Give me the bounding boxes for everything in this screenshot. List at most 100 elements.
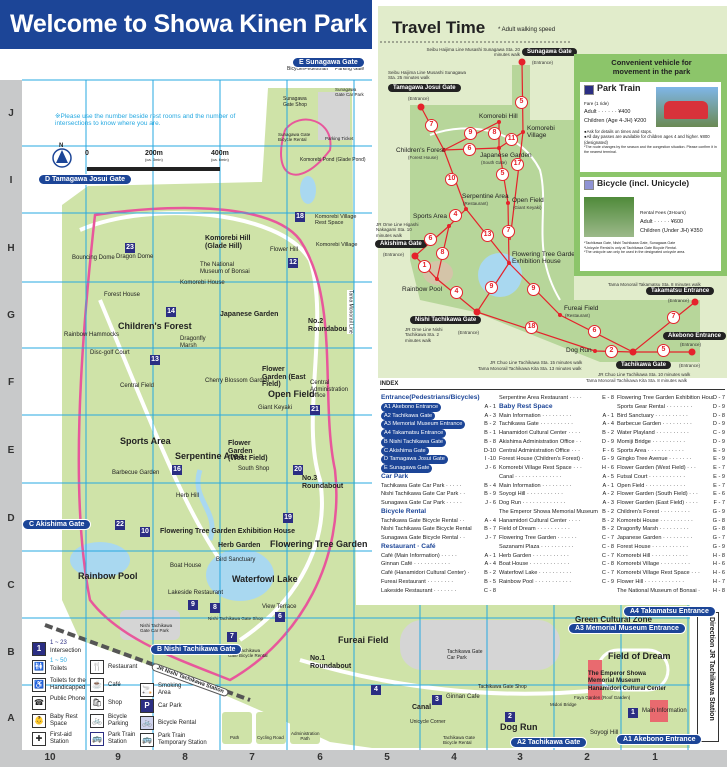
- index-entry[interactable]: Komorebi House · · · · · · · · · ·G - 8: [617, 517, 725, 526]
- map-label: Flowering Tree Garden Exhibition House: [160, 528, 295, 535]
- index-entry[interactable]: Water Playland · · · · · · · · · ·C - 9: [617, 429, 725, 438]
- gate-a3-memorial-museum[interactable]: A3 Memorial Museum Entrance: [568, 623, 686, 634]
- index-entry[interactable]: Sunagawa Gate Car Park · · · · ·J - 6: [381, 499, 496, 508]
- index-entry[interactable]: Flower Garden (West Field) · · ·E - 7: [617, 464, 725, 473]
- index-entry[interactable]: Futsal Court · · · · · · · · · · ·E - 9: [617, 473, 725, 482]
- bike-note: *Tachikawa Gate, Nishi Tachikawa Gate, S…: [584, 241, 676, 245]
- index-entry-name: Fureai Restaurant · · · · · · · ·: [381, 578, 454, 585]
- index-entry[interactable]: Dog Run · · · · · · · · · · · · ·A - 3: [499, 499, 614, 508]
- index-entry[interactable]: Flower Hill · · · · · · · · · · · ·H - 7: [617, 578, 725, 587]
- index-entry[interactable]: Sazanami Plaza · · · · · · · · · ·C - 8: [499, 543, 614, 552]
- index-entry[interactable]: Fureai Restaurant · · · · · · · ·B - 5: [381, 578, 496, 587]
- index-entry[interactable]: Forest House (Children's Forest) ·G - 9: [499, 455, 614, 464]
- index-entry[interactable]: Flowering Tree Garden · · · · · ·C - 7: [499, 534, 614, 543]
- map-label: Dog Run: [500, 722, 538, 732]
- index-entry[interactable]: Komorebi Village · · · · · · · · ·H - 6: [617, 560, 725, 569]
- index-entry[interactable]: Café (Main Information) · · · · ·A - 1: [381, 552, 496, 561]
- map-label: Tachikawa Gate Bicycle Rental: [443, 735, 476, 745]
- index-grid-ref: F - 6: [602, 447, 615, 454]
- entrance-label: (Entrance): [680, 342, 702, 347]
- index-entry[interactable]: Nishi Tachikawa Gate Car Park · ·B - 9: [381, 490, 496, 499]
- index-entry[interactable]: Komorebi Village Rest Space · · ·H - 6: [617, 569, 725, 578]
- index-entry[interactable]: Rainbow Pool · · · · · · · · · · ·C - 9: [499, 578, 614, 587]
- index-entry[interactable]: Canal · · · · · · · · · · · · · ·A - 5: [499, 473, 614, 482]
- index-entry-name: Flower Garden (West Field) · · ·: [617, 465, 696, 471]
- column-label: 5: [384, 752, 390, 763]
- map-label: Faya Garden (Roof Garden): [574, 695, 631, 700]
- index-entry[interactable]: Akishima Administration Office · ·D - 9: [499, 438, 614, 447]
- gate-a1-akebono[interactable]: A1 Akebono Entrance: [616, 734, 703, 745]
- vehicle-info-panel: Convenient vehicle for movement in the p…: [574, 54, 727, 276]
- intersection-marker: 20: [293, 465, 303, 475]
- index-entry[interactable]: Sunagawa Gate Bicycle Rental · ·J - 7: [381, 534, 496, 543]
- index-entry[interactable]: Flower Garden (East Field) · · · ·F - 7: [617, 499, 725, 508]
- index-entry[interactable]: Barbecue Garden · · · · · · · · ·D - 9: [617, 420, 725, 429]
- index-entry[interactable]: Serpentine Area Restaurant · · · ·E - 8: [499, 394, 614, 403]
- legend-sub: 1 ~ 23: [50, 640, 67, 646]
- index-entry[interactable]: Hanamidori Cultural Center · · · ·B - 2: [499, 429, 614, 438]
- index-entry[interactable]: Momiji Bridge · · · · · · · · · ·D - 9: [617, 438, 725, 447]
- index-entry[interactable]: Sports Gear Rental · · · · · · · ·D - 9: [617, 403, 725, 412]
- gate-e-sunagawa[interactable]: E Sunagawa Gate: [292, 57, 365, 68]
- index-entry[interactable]: Gingko Tree Avenue · · · · · · ·E - 9: [617, 455, 725, 464]
- index-entry-name: Komorebi Village Rest Space · · ·: [617, 570, 700, 576]
- index-entry[interactable]: Flower Garden (South Field) · · ·E - 6: [617, 490, 725, 499]
- index-entry[interactable]: Forest House · · · · · · · · · · ·G - 9: [617, 543, 725, 552]
- gate-c-akishima[interactable]: C Akishima Gate: [22, 519, 92, 530]
- index-entry[interactable]: Open Field · · · · · · · · · · · ·E - 7: [617, 482, 725, 491]
- index-entry-name: Flower Garden (East Field) · · · ·: [617, 500, 698, 506]
- legend-label: Intersection: [50, 648, 82, 654]
- index-entry[interactable]: Bird Sanctuary · · · · · · · · · ·D - 8: [617, 412, 725, 421]
- index-entry[interactable]: Tachikawa Gate Car Park · · · · ·B - 4: [381, 482, 496, 491]
- index-entry[interactable]: Herb Garden · · · · · · · · · · ·C - 7: [499, 552, 614, 561]
- gate-b-nishi-tachikawa[interactable]: B Nishi Tachikawa Gate: [150, 644, 243, 655]
- index-entry-name: Flowering Tree Garden · · · · · ·: [499, 535, 577, 541]
- gate-a2-tachikawa[interactable]: A2 Tachikawa Gate: [510, 737, 588, 748]
- index-entry[interactable]: Tachikawa Gate Bicycle Rental · ·A - 4: [381, 517, 496, 526]
- direction-tachikawa-station: Direction JR Tachikawa Station: [697, 612, 719, 742]
- index-entry[interactable]: Japanese Garden · · · · · · · · ·G - 7: [617, 534, 725, 543]
- travel-time-badge: 4: [450, 286, 463, 299]
- index-entry[interactable]: Boat House · · · · · · · · · · · ·C - 8: [499, 560, 614, 569]
- travel-area: Sports Area: [413, 213, 447, 220]
- index-entry[interactable]: Lakeside Restaurant · · · · · · ·C - 8: [381, 587, 496, 596]
- index-entry[interactable]: Central Administration Office · · ·F - 6: [499, 447, 614, 456]
- index-entry[interactable]: Soyogi Hill · · · · · · · · · · ·A - 2: [499, 490, 614, 499]
- entrance-label: (Entrance): [679, 363, 701, 368]
- index-entry[interactable]: Children's Forest · · · · · · · · ·G - 9: [617, 508, 725, 517]
- index-entry[interactable]: Sports Area · · · · · · · · · · ·E - 9: [617, 447, 725, 456]
- index-entry[interactable]: Ginnan Café · · · · · · · · · · ·A - 4: [381, 560, 496, 569]
- travel-time-badge: 9: [527, 283, 540, 296]
- index-entry[interactable]: Komorebi Hill · · · · · · · · · · ·H - 8: [617, 552, 725, 561]
- index-entry[interactable]: Main Information · · · · · · · · ·A - 1: [499, 412, 614, 421]
- gate-d-tamagawa-josui[interactable]: D Tamagawa Josui Gate: [38, 174, 133, 185]
- map-label: Bird Sanctuary: [216, 557, 256, 563]
- index-entry-name: Forest House (Children's Forest) ·: [499, 456, 584, 463]
- index-grid-ref: E - 8: [602, 395, 614, 401]
- index-entry[interactable]: Flowering Tree Garden Exhibition House ·…: [617, 394, 725, 403]
- index-entry[interactable]: Main Information · · · · · · · · ·A - 1: [499, 482, 614, 491]
- index-entry[interactable]: The National Museum of Bonsai ·H - 8: [617, 587, 725, 596]
- index-entry[interactable]: Dragonfly Marsh · · · · · · · · ·G - 8: [617, 525, 725, 534]
- index-entry[interactable]: Hanamidori Cultural Center · · · ·B - 2: [499, 517, 614, 526]
- index-grid-ref: D - 9: [712, 403, 725, 410]
- index-entry[interactable]: Field of Dream · · · · · · · · · ·B - 2: [499, 525, 614, 534]
- travel-area: Rainbow Pool: [402, 286, 443, 293]
- index-entry[interactable]: Café (Hanamidori Cultural Center) ·B - 2: [381, 569, 496, 578]
- index-entry-name: Herb Garden · · · · · · · · · · ·: [499, 552, 569, 559]
- index-entry[interactable]: Tachikawa Gate · · · · · · · · · ·A - 4: [499, 420, 614, 429]
- gate-a4-takamatsu[interactable]: A4 Takamatsu Entrance: [623, 606, 716, 617]
- index-entry[interactable]: Waterfowl Lake · · · · · · · · · ·C - 7: [499, 569, 614, 578]
- index-entry[interactable]: Komorebi Village Rest Space · · ·H - 6: [499, 464, 614, 473]
